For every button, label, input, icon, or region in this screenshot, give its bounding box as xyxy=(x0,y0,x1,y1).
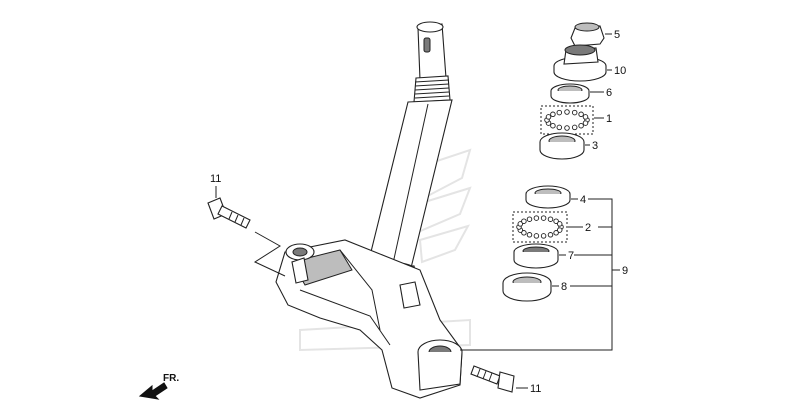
lower-triple-clamp xyxy=(275,239,463,399)
callout-10: 10 xyxy=(614,65,626,77)
callout-6: 6 xyxy=(606,87,612,99)
front-arrow-icon xyxy=(138,382,168,400)
steel-ball xyxy=(556,221,563,227)
steel-ball xyxy=(526,216,533,222)
callout-5: 5 xyxy=(614,29,620,41)
steel-ball xyxy=(556,124,563,131)
part-7-race xyxy=(513,243,559,269)
steel-ball xyxy=(556,109,563,116)
steel-ball xyxy=(564,125,570,131)
part-1-steel-balls xyxy=(540,105,594,135)
steel-ball xyxy=(533,215,540,221)
steel-ball xyxy=(582,114,589,120)
front-label: FR. xyxy=(163,373,179,384)
callout-8: 8 xyxy=(561,281,567,293)
bolt-leaders xyxy=(215,186,528,389)
lower-stack-parts xyxy=(502,185,583,302)
steel-ball xyxy=(553,230,559,236)
steel-ball xyxy=(540,233,547,239)
steel-ball xyxy=(550,111,556,118)
steel-ball xyxy=(545,114,552,120)
steel-ball xyxy=(547,232,554,238)
front-direction-marker: FR. xyxy=(138,373,179,400)
steel-ball xyxy=(550,122,556,129)
thread-lines xyxy=(414,79,450,99)
steel-ball xyxy=(526,232,533,238)
callout-11-bottom: 11 xyxy=(530,383,541,395)
steel-ball xyxy=(556,227,563,233)
part-3-race xyxy=(539,132,585,160)
part-4-race xyxy=(525,185,571,209)
callout-1: 1 xyxy=(606,113,612,125)
bracket-9 xyxy=(460,198,620,351)
steel-ball xyxy=(521,230,527,236)
bolt-bottom-right xyxy=(470,365,515,393)
part-6-dust-seal xyxy=(550,83,590,104)
upper-stack-parts xyxy=(539,22,612,160)
steel-ball xyxy=(578,111,584,118)
steel-ball xyxy=(571,124,578,131)
bolt-top-left xyxy=(207,197,251,229)
steel-ball xyxy=(553,218,559,224)
steel-ball xyxy=(540,215,547,221)
steel-ball xyxy=(517,221,524,227)
steel-ball xyxy=(533,233,540,239)
callout-3: 3 xyxy=(592,140,598,152)
steel-ball xyxy=(547,216,554,222)
steering-stem xyxy=(355,21,453,287)
callout-4: 4 xyxy=(580,194,586,206)
steel-ball xyxy=(578,122,584,129)
callout-7: 7 xyxy=(568,250,574,262)
callout-9: 9 xyxy=(622,265,628,277)
part-10-adjusting-nut xyxy=(553,44,607,82)
steel-ball xyxy=(521,218,527,224)
steel-ball xyxy=(564,109,570,115)
part-2-steel-balls xyxy=(512,211,568,243)
steel-ball xyxy=(571,109,578,116)
steel-ball xyxy=(582,120,589,126)
callout-2: 2 xyxy=(585,222,591,234)
callout-11-top: 11 xyxy=(210,173,221,185)
part-8-dust-seal xyxy=(502,272,552,302)
part-5-nut xyxy=(570,22,605,47)
